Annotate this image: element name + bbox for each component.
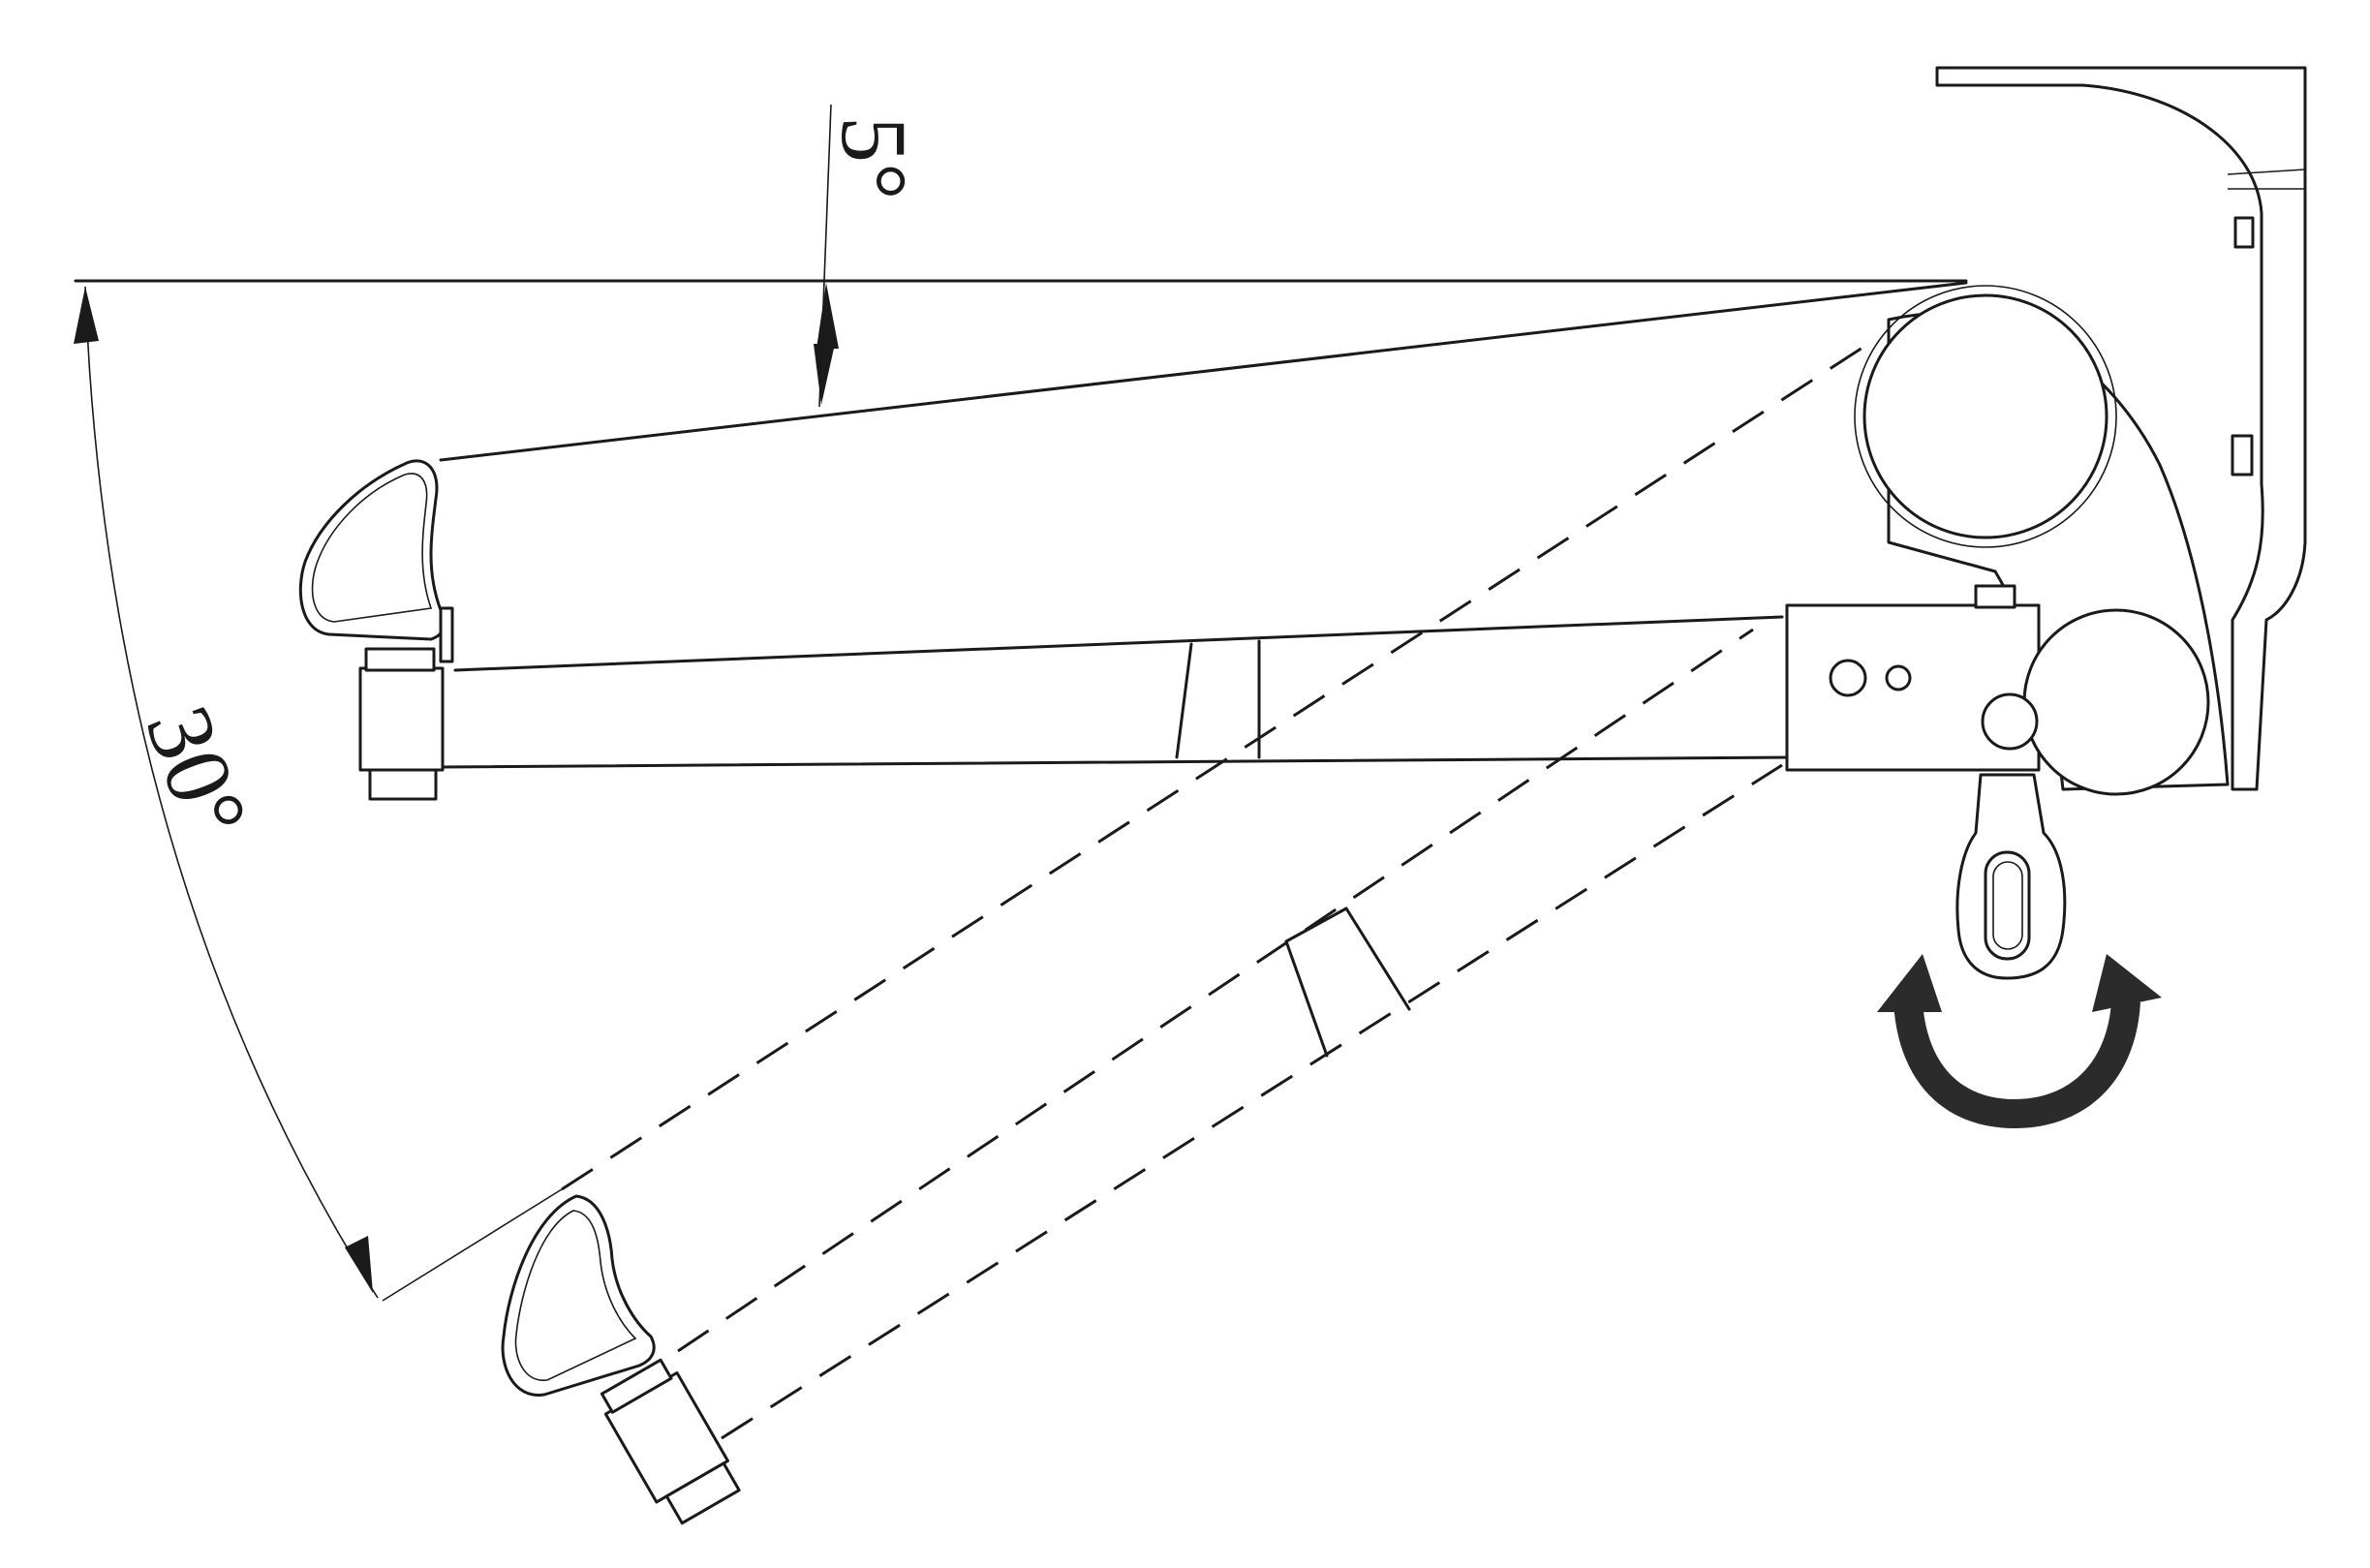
tilt-lever-slot-inner: [1992, 861, 2023, 950]
lower-arm-mid-dashed: [677, 628, 1754, 1353]
lower-arm-splice-3: [1284, 907, 1348, 943]
upper-end-collar: [364, 647, 436, 672]
upper-arm-bottom-edge-2: [439, 755, 1794, 769]
lower-arm-splice-1: [1284, 939, 1329, 1058]
clamp-hole-small: [1885, 664, 1912, 692]
tilt-lever: [1955, 773, 2067, 980]
thirty-degree-label: 30°: [126, 693, 268, 851]
upper-pivot-knob-ring: [1854, 285, 2117, 548]
upper-handle-inner: [311, 473, 433, 623]
upper-arm-splice-1: [1175, 642, 1193, 759]
lower-end-collar: [600, 1358, 673, 1414]
upper-handle: [298, 459, 446, 641]
reference-lines: [74, 104, 1968, 1302]
clamp-top-screw: [1974, 584, 2016, 609]
five-degree-label: 5°: [822, 116, 926, 200]
bracket-bolt-top: [2233, 216, 2255, 249]
lower-pivot-knob: [2022, 608, 2210, 796]
upper-end-tab: [439, 606, 454, 663]
lower-arm-bottom-dashed: [721, 763, 1783, 1440]
rotation-arrowhead-right: [2092, 954, 2162, 1012]
lower-arm-splice-2: [1344, 907, 1411, 1011]
lower-end-connector-group: [600, 1358, 741, 1525]
rotation-arrowhead-left: [1877, 954, 1942, 1012]
rotation-arrow-arc: [1893, 1002, 2140, 1128]
upper-arm-solid: [298, 281, 1968, 801]
upper-pivot-knob: [1862, 293, 2108, 539]
arrowhead-five-down: [814, 344, 835, 405]
lower-arm-dashed: [501, 335, 1880, 1525]
pivot-assembly: [1785, 66, 2307, 980]
curved-double-arrow-icon: [1877, 954, 2162, 1128]
upper-arm-bottom-edge: [453, 615, 1784, 672]
bracket-bolt-bottom: [2231, 434, 2254, 477]
thirty-degree-extension-line: [382, 1188, 563, 1302]
tilt-lever-slot: [1984, 850, 2031, 961]
lower-arm-top-dashed: [561, 335, 1880, 1191]
lower-end-nut: [664, 1461, 741, 1525]
arrowhead-five-up: [816, 283, 839, 349]
angle-labels: 5° 30°: [126, 116, 926, 850]
thirty-degree-arc: [84, 286, 379, 1299]
lower-handle-inner: [514, 1210, 637, 1381]
upper-end-nut: [368, 768, 438, 801]
clamp-hole-large: [1829, 659, 1867, 697]
dimension-arrows: [74, 283, 839, 1293]
lower-handle: [501, 1194, 656, 1397]
wall-bracket: [1935, 66, 2307, 791]
upper-end-connector: [358, 666, 445, 772]
upper-arm-top-edge: [439, 281, 1968, 462]
wall-bracket-inner: [2227, 169, 2306, 175]
lever-pivot: [1981, 692, 2039, 751]
arrowhead-bottom-left: [345, 1236, 373, 1293]
arrowhead-top-left: [74, 287, 99, 344]
